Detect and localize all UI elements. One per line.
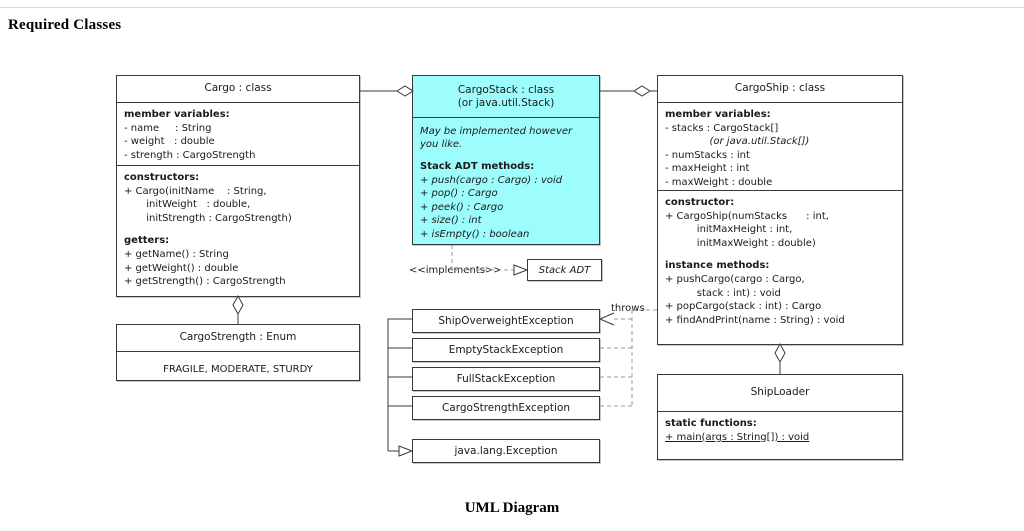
class-box-cargo-ship[interactable]: CargoShip : class member variables: - st… <box>657 75 903 345</box>
throws-label: throws <box>611 303 645 314</box>
diamond-cargoship-shiploader <box>774 342 786 364</box>
cargo-stack-title-line2: (or java.util.Stack) <box>457 97 555 109</box>
class-box-exception-3[interactable]: CargoStrengthException <box>412 396 600 420</box>
cargo-constructor-1: initWeight : double, <box>124 199 251 211</box>
cargo-ship-method-2: + popCargo(stack : int) : Cargo <box>665 301 822 313</box>
cargo-ship-title: CargoShip : class <box>658 76 902 103</box>
cargo-strength-values: FRAGILE, MODERATE, STURDY <box>163 364 313 375</box>
cargo-stack-method-4: + isEmpty() : boolean <box>420 228 530 240</box>
page-title: Required Classes <box>8 17 122 33</box>
interface-box-stack-adt[interactable]: Stack ADT <box>527 259 602 281</box>
class-box-exception-2[interactable]: FullStackException <box>412 367 600 391</box>
cargo-stack-spacer <box>420 151 592 160</box>
cargo-ship-members-compartment: member variables: - stacks : CargoStack[… <box>658 103 902 191</box>
cargo-member-1: - weight : double <box>124 136 215 148</box>
cargo-ship-operations-compartment: constructor: + CargoShip(numStacks : int… <box>658 191 902 334</box>
arrowhead-inheritance-base-exception <box>398 445 414 457</box>
cargo-ship-constructor-0: + CargoShip(numStacks : int, <box>665 210 829 222</box>
cargo-ship-constructor-2: initMaxWeight : double) <box>665 237 816 249</box>
ship-loader-title: ShipLoader <box>658 375 902 412</box>
link-exception-0-trunk <box>387 318 412 451</box>
cargo-member-0: - name : String <box>124 122 212 134</box>
exception-2-title: FullStackException <box>456 373 556 385</box>
cargo-stack-method-0: + push(cargo : Cargo) : void <box>420 174 563 186</box>
ship-loader-static-compartment: static functions: + main(args : String[]… <box>658 412 902 451</box>
cargo-getter-0: + getName() : String <box>124 248 229 260</box>
cargo-spacer <box>124 225 352 234</box>
cargo-strength-title: CargoStrength : Enum <box>117 325 359 352</box>
cargo-title: Cargo : class <box>117 76 359 103</box>
class-box-cargo-strength[interactable]: CargoStrength : Enum FRAGILE, MODERATE, … <box>116 324 360 381</box>
cargo-member-2: - strength : CargoStrength <box>124 149 256 161</box>
exception-3-title: CargoStrengthException <box>441 402 571 414</box>
cargo-ship-method-3: + findAndPrint(name : String) : void <box>665 314 845 326</box>
cargo-ship-instance-methods-header: instance methods: <box>665 260 770 272</box>
cargo-ship-member-2: - numStacks : int <box>665 149 750 161</box>
class-box-cargo[interactable]: Cargo : class member variables: - name :… <box>116 75 360 297</box>
cargo-constructor-2: initStrength : CargoStrength) <box>124 212 292 224</box>
cargo-constructor-0: + Cargo(initName : String, <box>124 185 267 197</box>
cargo-ship-member-4: - maxWeight : double <box>665 176 773 188</box>
ship-loader-static-method-0: + main(args : String[]) : void <box>665 431 810 443</box>
cargo-stack-method-3: + size() : int <box>420 215 482 227</box>
page-caption: UML Diagram <box>464 500 560 516</box>
cargo-stack-method-1: + pop() : Cargo <box>420 188 498 200</box>
stack-adt-title: Stack ADT <box>538 265 591 276</box>
ship-loader-static-header: static functions: <box>665 418 757 429</box>
base-exception-title: java.lang.Exception <box>454 445 558 457</box>
cargo-stack-methods-header: Stack ADT methods: <box>420 161 535 172</box>
class-box-exception-0[interactable]: ShipOverweightException <box>412 309 600 333</box>
class-box-cargo-stack[interactable]: CargoStack : class (or java.util.Stack) … <box>412 75 600 245</box>
cargo-stack-body: May be implemented however you like. Sta… <box>413 118 599 249</box>
diamond-cargostack-cargoship <box>633 85 651 97</box>
cargo-ship-constructor-header: constructor: <box>665 197 735 208</box>
cargo-stack-title-line1: CargoStack : class <box>457 84 555 96</box>
exception-0-title: ShipOverweightException <box>438 315 574 327</box>
diamond-cargo-cargostack <box>396 85 414 97</box>
cargo-members-header: member variables: <box>124 109 230 120</box>
cargo-constructors-header: constructors: <box>124 172 200 183</box>
cargo-operations-compartment: constructors: + Cargo(initName : String,… <box>117 166 359 296</box>
cargo-ship-constructor-1: initMaxHeight : int, <box>665 224 793 236</box>
cargo-stack-title: CargoStack : class (or java.util.Stack) <box>413 76 599 118</box>
cargo-stack-note: May be implemented however you like. <box>420 126 573 150</box>
cargo-getter-1: + getWeight() : double <box>124 262 239 274</box>
cargo-ship-method-0: + pushCargo(cargo : Cargo, <box>665 273 805 285</box>
class-box-base-exception[interactable]: java.lang.Exception <box>412 439 600 463</box>
cargo-ship-member-3: - maxHeight : int <box>665 163 750 175</box>
arrowhead-throws <box>599 312 615 326</box>
cargo-getter-2: + getStrength() : CargoStrength <box>124 276 286 288</box>
arrowhead-implements <box>513 264 529 276</box>
cargo-ship-member-0: - stacks : CargoStack[] <box>665 122 779 134</box>
cargo-ship-members-header: member variables: <box>665 109 771 120</box>
cargo-members-compartment: member variables: - name : String - weig… <box>117 103 359 166</box>
diamond-cargo-cargostrength <box>232 294 244 316</box>
class-box-exception-1[interactable]: EmptyStackException <box>412 338 600 362</box>
cargo-stack-method-2: + peek() : Cargo <box>420 201 504 213</box>
cargo-ship-spacer <box>665 250 895 259</box>
class-box-ship-loader[interactable]: ShipLoader static functions: + main(args… <box>657 374 903 460</box>
exception-1-title: EmptyStackException <box>448 344 564 356</box>
cargo-ship-method-1: stack : int) : void <box>665 287 781 299</box>
implements-label: <<implements>> <box>409 265 502 276</box>
cargo-getters-header: getters: <box>124 235 170 247</box>
cargo-ship-member-1: (or java.util.Stack[]) <box>665 136 810 148</box>
header-divider <box>0 7 1024 8</box>
